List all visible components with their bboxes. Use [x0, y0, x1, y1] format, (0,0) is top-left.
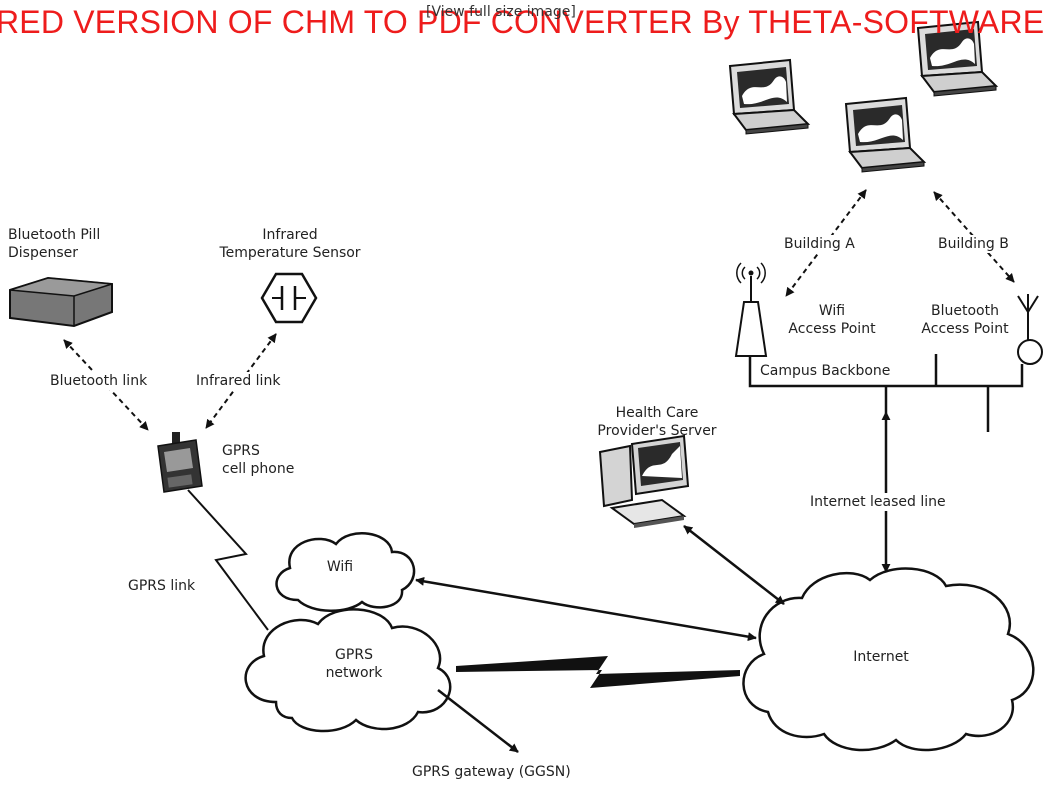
gprs-link-label: GPRS link: [128, 578, 196, 594]
view-full-size-link[interactable]: [View full size image]: [426, 4, 576, 20]
wifi-cloud: [275, 532, 416, 612]
server-icon: [598, 434, 690, 528]
bluetooth-link-arrow: [63, 339, 149, 431]
wifi-access-point-icon: [734, 262, 768, 357]
building-a-label: Building A: [782, 235, 857, 253]
laptop-icon: [845, 97, 925, 173]
internet-cloud: [742, 567, 1035, 752]
server-internet-arrow: [683, 525, 785, 605]
gprs-internet-link: [456, 656, 740, 688]
bluetooth-access-point-icon: [1017, 294, 1043, 365]
building-b-link-arrow: [933, 191, 1015, 283]
bluetooth-link-label: Bluetooth link: [48, 372, 150, 390]
wifi-internet-arrow: [415, 576, 757, 642]
gprs-network-cloud: [244, 608, 452, 733]
building-b-label: Building B: [936, 235, 1011, 253]
temperature-sensor-icon: [260, 272, 318, 324]
wifi-cloud-label: Wifi: [326, 559, 354, 575]
laptop-icon: [729, 59, 809, 135]
campus-backbone-line: [748, 354, 1024, 432]
watermark-text: RED VERSION OF CHM TO PDF CONVERTER By T…: [0, 4, 1045, 40]
pill-dispenser-icon: [9, 276, 113, 328]
cell-phone-icon: [157, 432, 203, 493]
gprs-gateway-label: GPRS gateway (GGSN): [412, 764, 571, 780]
internet-label: Internet: [853, 649, 909, 665]
campus-backbone-label: Campus Backbone: [760, 363, 891, 379]
gateway-arrow: [437, 689, 519, 753]
gprs-link-line: [187, 489, 269, 631]
internet-leased-line-label: Internet leased line: [808, 493, 948, 511]
infrared-link-label: Infrared link: [194, 372, 283, 390]
